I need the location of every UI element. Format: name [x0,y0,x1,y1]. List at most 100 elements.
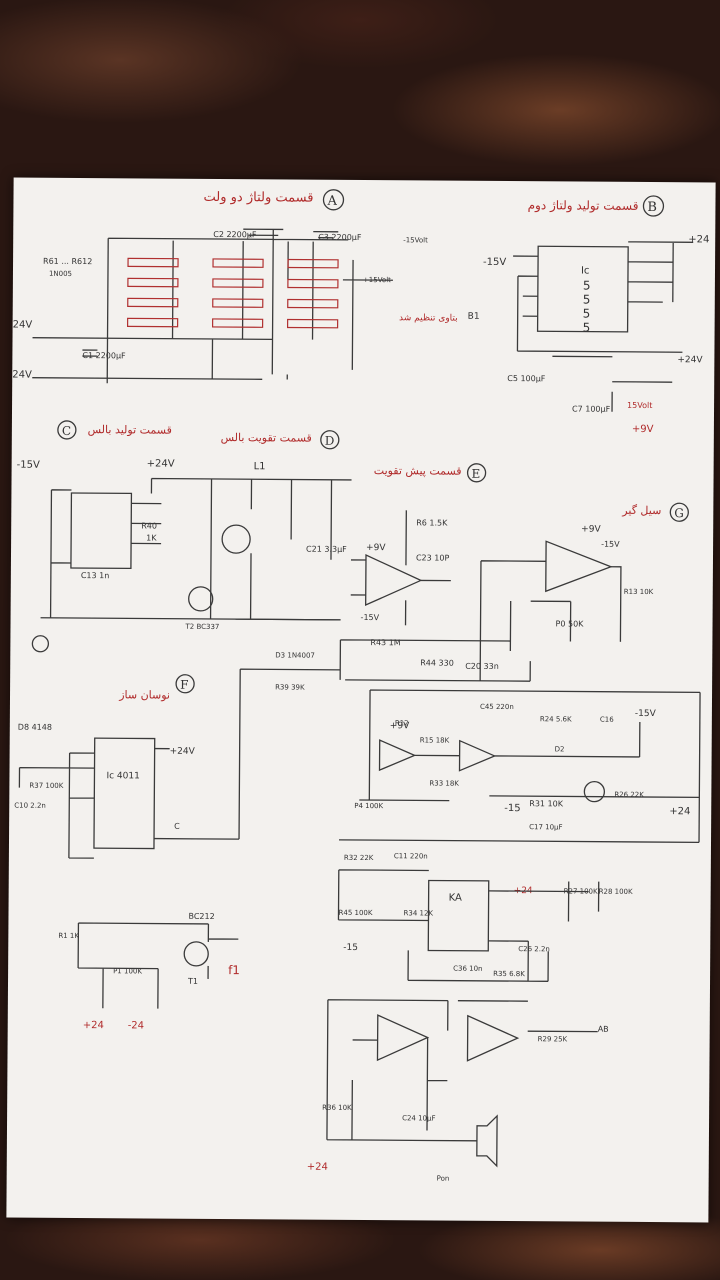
diode-bridge [126,257,339,329]
speaker-symbol [476,1114,498,1168]
transistor-t2-symbol [188,586,214,612]
label-c5: C5 100µF [507,374,546,383]
label-row-plus24: +24 [669,806,690,817]
section-g: G سیل گیر +9V -15V R13 10K P0 50K [345,502,689,682]
label-b-plus24: +24 [688,234,709,245]
schematic-drawing: A قسمت ولتاژ دو ولت C2 2200µF C3 2200µF … [12,189,709,1183]
section-a-title: قسمت ولتاژ دو ولت [203,190,313,206]
section-d-letter: D [325,434,335,448]
label-c-plus24: +24V [147,458,175,469]
label-c7: C7 100µF [572,404,611,413]
label-minus24-left: 24V [12,370,32,381]
ic555-digit-4: 5 [583,321,591,335]
label-c45: C45 220n [480,703,514,711]
label-r33: R33 18K [429,779,459,787]
label-g-plus9: +9V [581,525,601,535]
ic555-digit-2: 5 [583,293,591,307]
label-r35: R35 6.8K [493,970,525,978]
label-d3: D3 1N4007 [275,651,315,659]
label-out15v: 15Volt [627,401,652,410]
section-g-title: سیل گیر [621,504,661,517]
label-r61-sub: 1N005 [49,270,72,278]
label-c2: C2 2200µF [213,230,257,239]
label-spk-plus24: +24 [307,1162,328,1173]
label-r6: R6 1.5K [416,518,448,527]
label-c24: C24 10µF [402,1114,435,1122]
section-e: E قسمت پیش تقویت +9V -15V R6 1.5K C23 10… [306,463,512,680]
section-d-circle [320,430,340,450]
label-r37: R37 100K [29,782,63,790]
label-r24: R24 5.6K [540,715,572,723]
section-a-circle [322,189,345,211]
label-r40: R40 [141,521,157,530]
ic4011-label: Ic 4011 [106,771,139,781]
label-c13: C13 1n [81,571,110,580]
label-mid-minus15: -15V [635,709,657,719]
ka-block: R32 22K C11 220n R45 100K R34 12K KA +24… [337,852,633,982]
label-ka-minus15: -15 [343,943,358,953]
label-c17: C17 10µF [529,823,562,831]
ka-label: KA [449,893,462,904]
label-ab: AB [598,1025,609,1034]
label-p4: P4 100K [354,802,383,810]
section-e-circle [466,463,487,483]
opamp-e [365,554,423,607]
opamp-mid-2 [458,739,497,772]
section-b-circle [642,195,665,217]
label-l1: L1 [254,461,266,472]
section-d-title: قسمت تقویت بالس [221,431,312,445]
label-r13: R13 10K [624,588,654,596]
ic555-label: Ic [581,266,590,277]
section-f-letter: F [180,678,188,692]
label-minus24-bottom: -24 [128,1020,144,1031]
label-c10: C10 2.2n [14,802,46,810]
label-r43: R43 1M [370,638,400,647]
label-c-minus15: -15V [17,460,40,471]
transistor-t1-symbol [221,524,251,554]
label-plus24-left: 24V [13,320,33,331]
label-plus9: +9V [632,424,654,435]
label-plus24-bottom: +24 [83,1020,104,1031]
label-c23: C23 10P [416,553,450,562]
opamp-g [545,540,613,593]
label-r36: R36 10K [322,1104,352,1112]
label-e-minus15: -15V [361,613,380,622]
section-a: A قسمت ولتاژ دو ولت C2 2200µF C3 2200µF … [12,189,480,384]
label-bc212: BC212 [188,912,214,921]
label-r1: R1 1K [58,932,79,940]
section-f-circle [175,674,195,694]
section-b: B قسمت تولید ولتاژ دوم Ic 5 5 5 5 +24 -1… [483,195,709,435]
label-row-minus15: -15 [504,803,520,814]
f1-block: BC212 R1 1K P1 100K T1 f1 +24 -24 [58,912,240,1032]
label-r15: R15 18K [420,736,450,744]
label-f-plus24: +24V [170,747,196,757]
section-b-title: قسمت تولید ولتاژ دوم [528,198,639,214]
section-c-title: قسمت تولید بالس [88,423,172,437]
label-e-plus9: +9V [366,543,386,553]
section-g-circle [669,502,689,522]
label-c3: C3 2200µF [318,233,362,242]
ic4011-chip [93,737,156,850]
section-e-title: قسمت پیش تقویت [374,464,462,478]
label-r40v: 1K [146,533,157,542]
label-r39: R39 39K [275,683,305,691]
label-r12: R12 [395,719,409,727]
b1-node-marker [31,635,50,653]
label-c20: C20 33n [465,662,499,671]
section-c: C قسمت تولید بالس -15V +24V R40 1K C13 1… [17,420,352,653]
label-c-out: C [174,822,180,831]
opamp-mid-1 [378,739,417,772]
section-d: D قسمت تقویت بالس L1 T2 BC337 [184,430,341,631]
power-amp: AB R29 25K R36 10K C24 10µF +24 Pon [307,999,609,1183]
section-c-letter: C [62,424,71,438]
label-b-plus24v: +24V [677,355,703,365]
label-r32: R32 22K [344,854,374,862]
label-c1: C1 2200µF [82,351,126,360]
label-t2: T2 BC337 [184,623,219,631]
label-out-minus15: -15Volt [403,236,428,244]
label-speaker: Pon [437,1175,450,1183]
label-r45: R45 100K [338,909,372,917]
label-p1: P1 100K [113,967,142,975]
section-e-letter: E [472,467,481,481]
opamp-power-1 [376,1014,430,1062]
